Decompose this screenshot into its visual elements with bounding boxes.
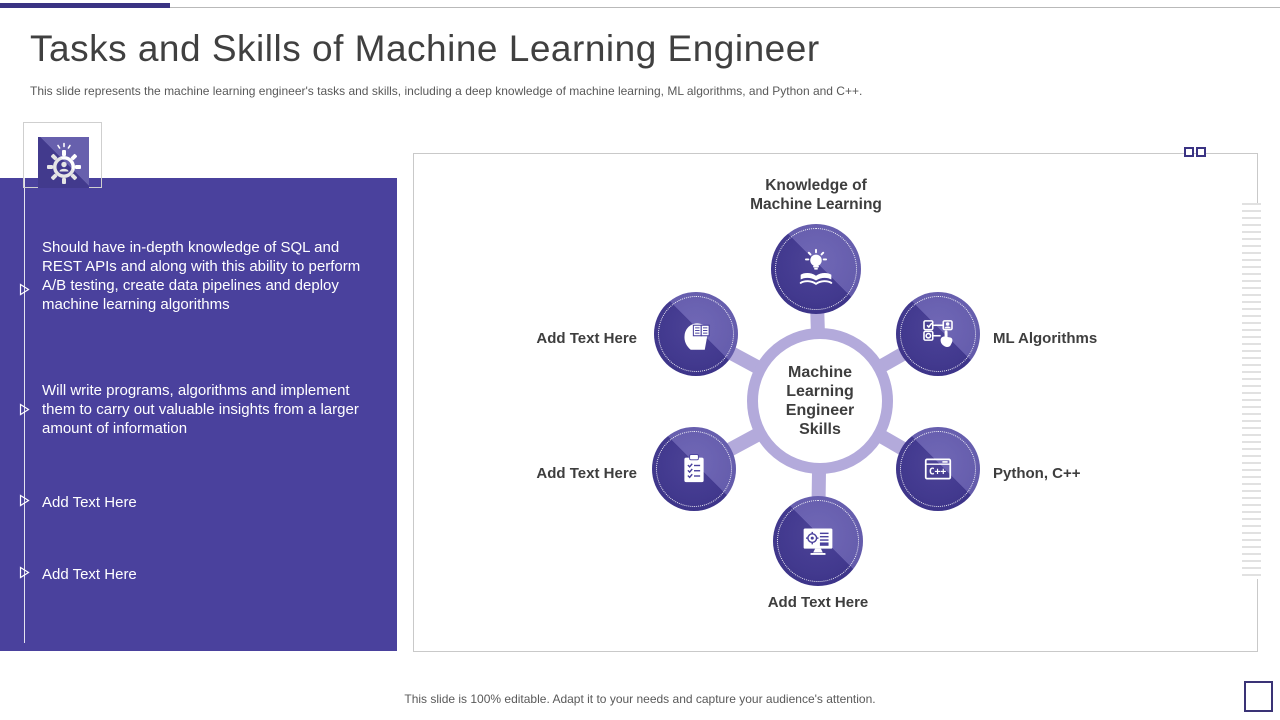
node-label-placeholder[interactable]: Add Text Here (536, 465, 637, 482)
node-label-python-cpp: Python, C++ (993, 465, 1081, 482)
panel-vertical-line (24, 178, 25, 643)
corner-square-decoration (1184, 147, 1194, 157)
monitor-gear-icon (803, 528, 833, 555)
center-hub[interactable]: Machine Learning Engineer Skills (747, 328, 893, 474)
panel-item-text[interactable]: Should have in-depth knowledge of SQL an… (42, 239, 361, 313)
panel-item-placeholder[interactable]: Add Text Here (42, 566, 137, 583)
checklist-clipboard-icon (684, 454, 704, 483)
spring-binding-decoration (1242, 203, 1261, 579)
node-label-placeholder[interactable]: Add Text Here (767, 594, 869, 611)
node-upper-left-circle[interactable] (654, 292, 738, 376)
node-bottom-circle[interactable] (773, 496, 863, 586)
footer-note: This slide is 100% editable. Adapt it to… (404, 692, 876, 706)
bullet-triangle-icon (19, 283, 30, 296)
node-label-knowledge: Knowledge of Machine Learning (750, 177, 882, 213)
bullet-triangle-icon (19, 403, 30, 416)
corner-square-decoration (1196, 147, 1206, 157)
lightbulb-book-icon (799, 248, 833, 286)
node-label-placeholder[interactable]: Add Text Here (536, 330, 637, 347)
node-knowledge-circle[interactable] (771, 224, 861, 314)
top-divider-line (170, 7, 1280, 8)
cpp-window-icon: C++ (924, 458, 952, 480)
panel-item-text[interactable]: Will write programs, algorithms and impl… (42, 382, 359, 437)
page-subtitle: This slide represents the machine learni… (30, 84, 863, 98)
top-accent-bar (0, 3, 170, 8)
algorithm-hand-icon (923, 320, 953, 347)
left-text-panel: Should have in-depth knowledge of SQL an… (0, 178, 397, 651)
node-lower-left-circle[interactable] (652, 427, 736, 511)
bullet-triangle-icon (19, 566, 30, 579)
bullet-triangle-icon (19, 494, 30, 507)
panel-item-placeholder[interactable]: Add Text Here (42, 494, 137, 511)
node-python-cpp-circle[interactable]: C++ (896, 427, 980, 511)
footer-square-decoration (1244, 681, 1273, 712)
page-title: Tasks and Skills of Machine Learning Eng… (30, 28, 820, 69)
center-hub-label: Machine Learning Engineer Skills (785, 364, 855, 438)
node-label-ml-algorithms: ML Algorithms (993, 330, 1098, 347)
icon-shine (38, 137, 89, 188)
svg-text:C++: C++ (929, 467, 947, 478)
gear-person-icon (38, 137, 89, 188)
gear-person-glyph (46, 142, 81, 184)
node-ml-algorithms-circle[interactable] (896, 292, 980, 376)
head-book-icon (684, 323, 710, 350)
